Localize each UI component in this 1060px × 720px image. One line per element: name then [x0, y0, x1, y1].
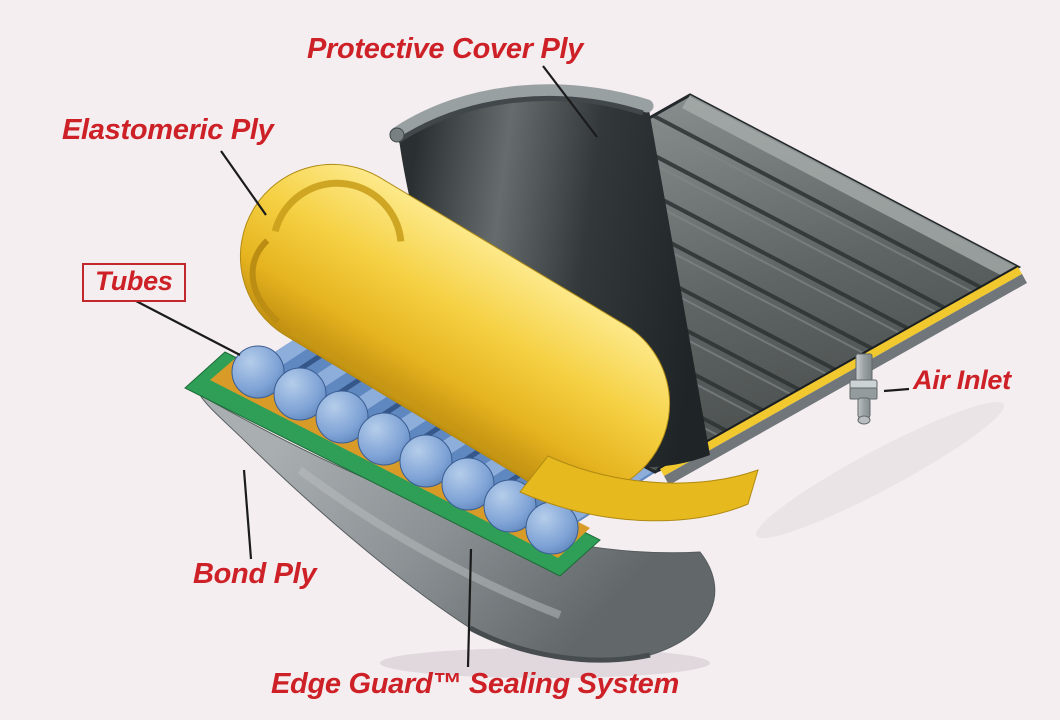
leader-edge-guard — [466, 548, 473, 668]
leader-protective-cover-ply — [542, 65, 598, 138]
leader-air-inlet — [883, 387, 910, 393]
leader-bond-ply — [242, 469, 253, 560]
label-tubes: Tubes — [82, 263, 186, 302]
label-elastomeric-ply: Elastomeric Ply — [62, 114, 274, 146]
elastomeric-edge-stripe — [660, 267, 1022, 476]
elastomeric-roll — [239, 163, 671, 497]
label-bond-ply: Bond Ply — [193, 558, 317, 590]
label-protective-cover-ply: Protective Cover Ply — [307, 33, 584, 65]
air-inlet-valve — [849, 353, 878, 425]
panel-underside — [664, 274, 1027, 485]
label-edge-guard-sealing-system: Edge Guard™ Sealing System — [271, 668, 679, 700]
panel-shadow — [756, 401, 1004, 539]
tube-end-caps — [231, 345, 579, 555]
leader-tubes — [135, 300, 241, 356]
elastomeric-curled-lip — [519, 455, 759, 522]
label-air-inlet: Air Inlet — [913, 365, 1011, 395]
leader-lines — [135, 65, 910, 668]
bond-ply-sheet — [198, 393, 716, 663]
leader-elastomeric-ply — [220, 150, 267, 216]
